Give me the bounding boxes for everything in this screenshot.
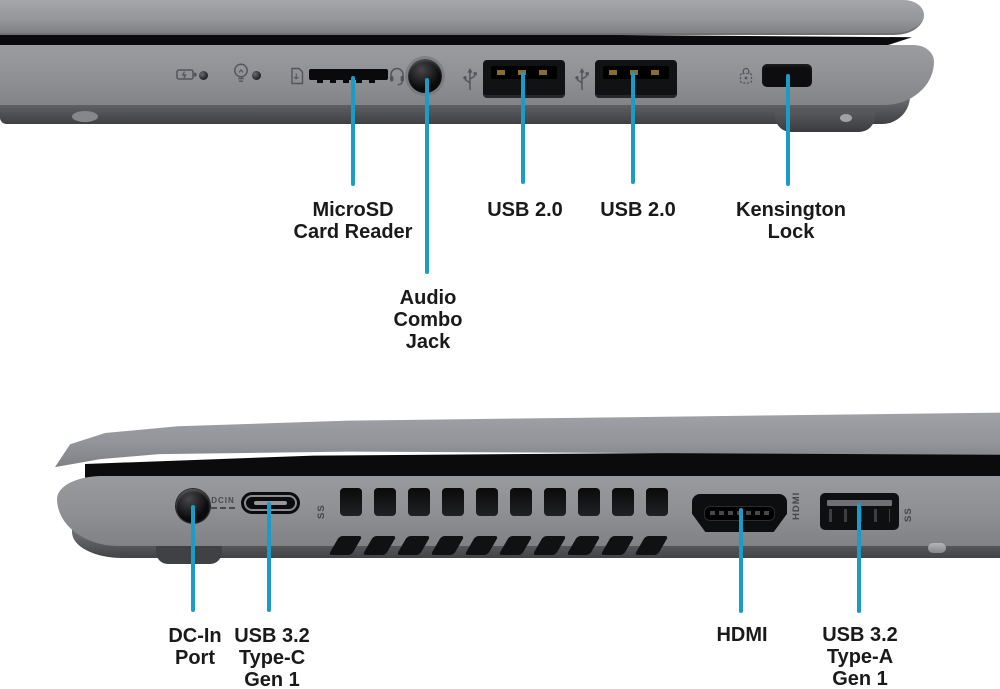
vent-hole: [408, 488, 430, 516]
label-line: Card Reader: [293, 221, 413, 243]
label-usb-2-0-port-1: USB 2.0: [435, 199, 615, 221]
laptop-lid-edge: [0, 0, 924, 35]
dcin-marking-text: DCIN: [211, 496, 235, 505]
label-line: DC-In: [168, 625, 222, 647]
vent-hole: [442, 488, 464, 516]
microsd-card-slot: [309, 69, 388, 83]
power-led: [252, 71, 261, 80]
label-usb-2-0-port-2: USB 2.0: [548, 199, 728, 221]
callout-line-usbc: [267, 502, 271, 612]
label-usb-type-a: USB 3.2 Type-A Gen 1: [770, 624, 950, 689]
label-line: Type-C: [238, 647, 306, 669]
dcin-marking-dashes: [211, 507, 235, 509]
usb-icon: [573, 66, 591, 93]
label-line: Jack: [405, 331, 451, 353]
callout-line-dcin: [191, 505, 195, 612]
callout-line-kensington: [786, 74, 790, 186]
label-line: USB 3.2: [234, 625, 310, 647]
vent-hole: [646, 488, 668, 516]
label-line: HDMI: [716, 624, 768, 646]
callout-line-hdmi: [739, 508, 743, 613]
label-usb-type-c: USB 3.2 Type-C Gen 1: [182, 625, 362, 689]
battery-led: [199, 71, 208, 80]
callout-line-audio: [425, 78, 429, 274]
vent-hole: [374, 488, 396, 516]
vent-hole: [476, 488, 498, 516]
callout-line-usb2: [631, 72, 635, 184]
callout-line-microsd: [351, 76, 355, 186]
hdmi-marking: HDMI: [791, 491, 802, 520]
label-line: MicroSD: [312, 199, 394, 221]
usb-icon: [461, 66, 479, 93]
vent-hole: [340, 488, 362, 516]
rubber-foot: [156, 544, 222, 564]
vent-hole: [544, 488, 566, 516]
label-line: Gen 1: [832, 668, 888, 689]
label-line: Type-A: [826, 646, 894, 668]
label-line: Gen 1: [244, 669, 300, 689]
label-microsd-card-reader: MicroSD Card Reader: [263, 199, 443, 243]
label-line: USB 3.2: [822, 624, 898, 646]
power-indicator-icon: [231, 62, 251, 85]
label-hdmi: HDMI: [652, 624, 832, 646]
superspeed-marking: SS: [903, 507, 914, 522]
superspeed-marking: SS: [316, 504, 327, 519]
microsd-card-icon: [289, 66, 305, 86]
kensington-lock-icon: [738, 65, 754, 87]
label-kensington-lock: Kensington Lock: [701, 199, 881, 243]
dcin-marking: DCIN: [211, 496, 235, 509]
battery-charge-icon: [176, 67, 198, 82]
label-line: USB 2.0: [487, 199, 563, 221]
vent-hole: [612, 488, 634, 516]
vent-hole: [578, 488, 600, 516]
rubber-foot: [72, 111, 98, 122]
chassis-tab: [775, 112, 875, 132]
screw: [928, 543, 946, 553]
label-line: Port: [175, 647, 215, 669]
label-line: Lock: [767, 221, 815, 243]
label-line: Kensington: [736, 199, 846, 221]
label-dc-in-port: DC-In Port: [105, 625, 285, 669]
label-audio-combo-jack: Audio Combo Jack: [338, 287, 518, 353]
callout-line-usb1: [521, 72, 525, 184]
label-line: Audio: [399, 287, 457, 309]
vent-hole: [510, 488, 532, 516]
label-line: Combo: [393, 309, 463, 331]
usb-2-0-port-2: [595, 60, 677, 98]
screw: [840, 114, 852, 122]
callout-line-usba: [857, 503, 861, 613]
label-line: USB 2.0: [600, 199, 676, 221]
headset-icon: [388, 64, 406, 86]
